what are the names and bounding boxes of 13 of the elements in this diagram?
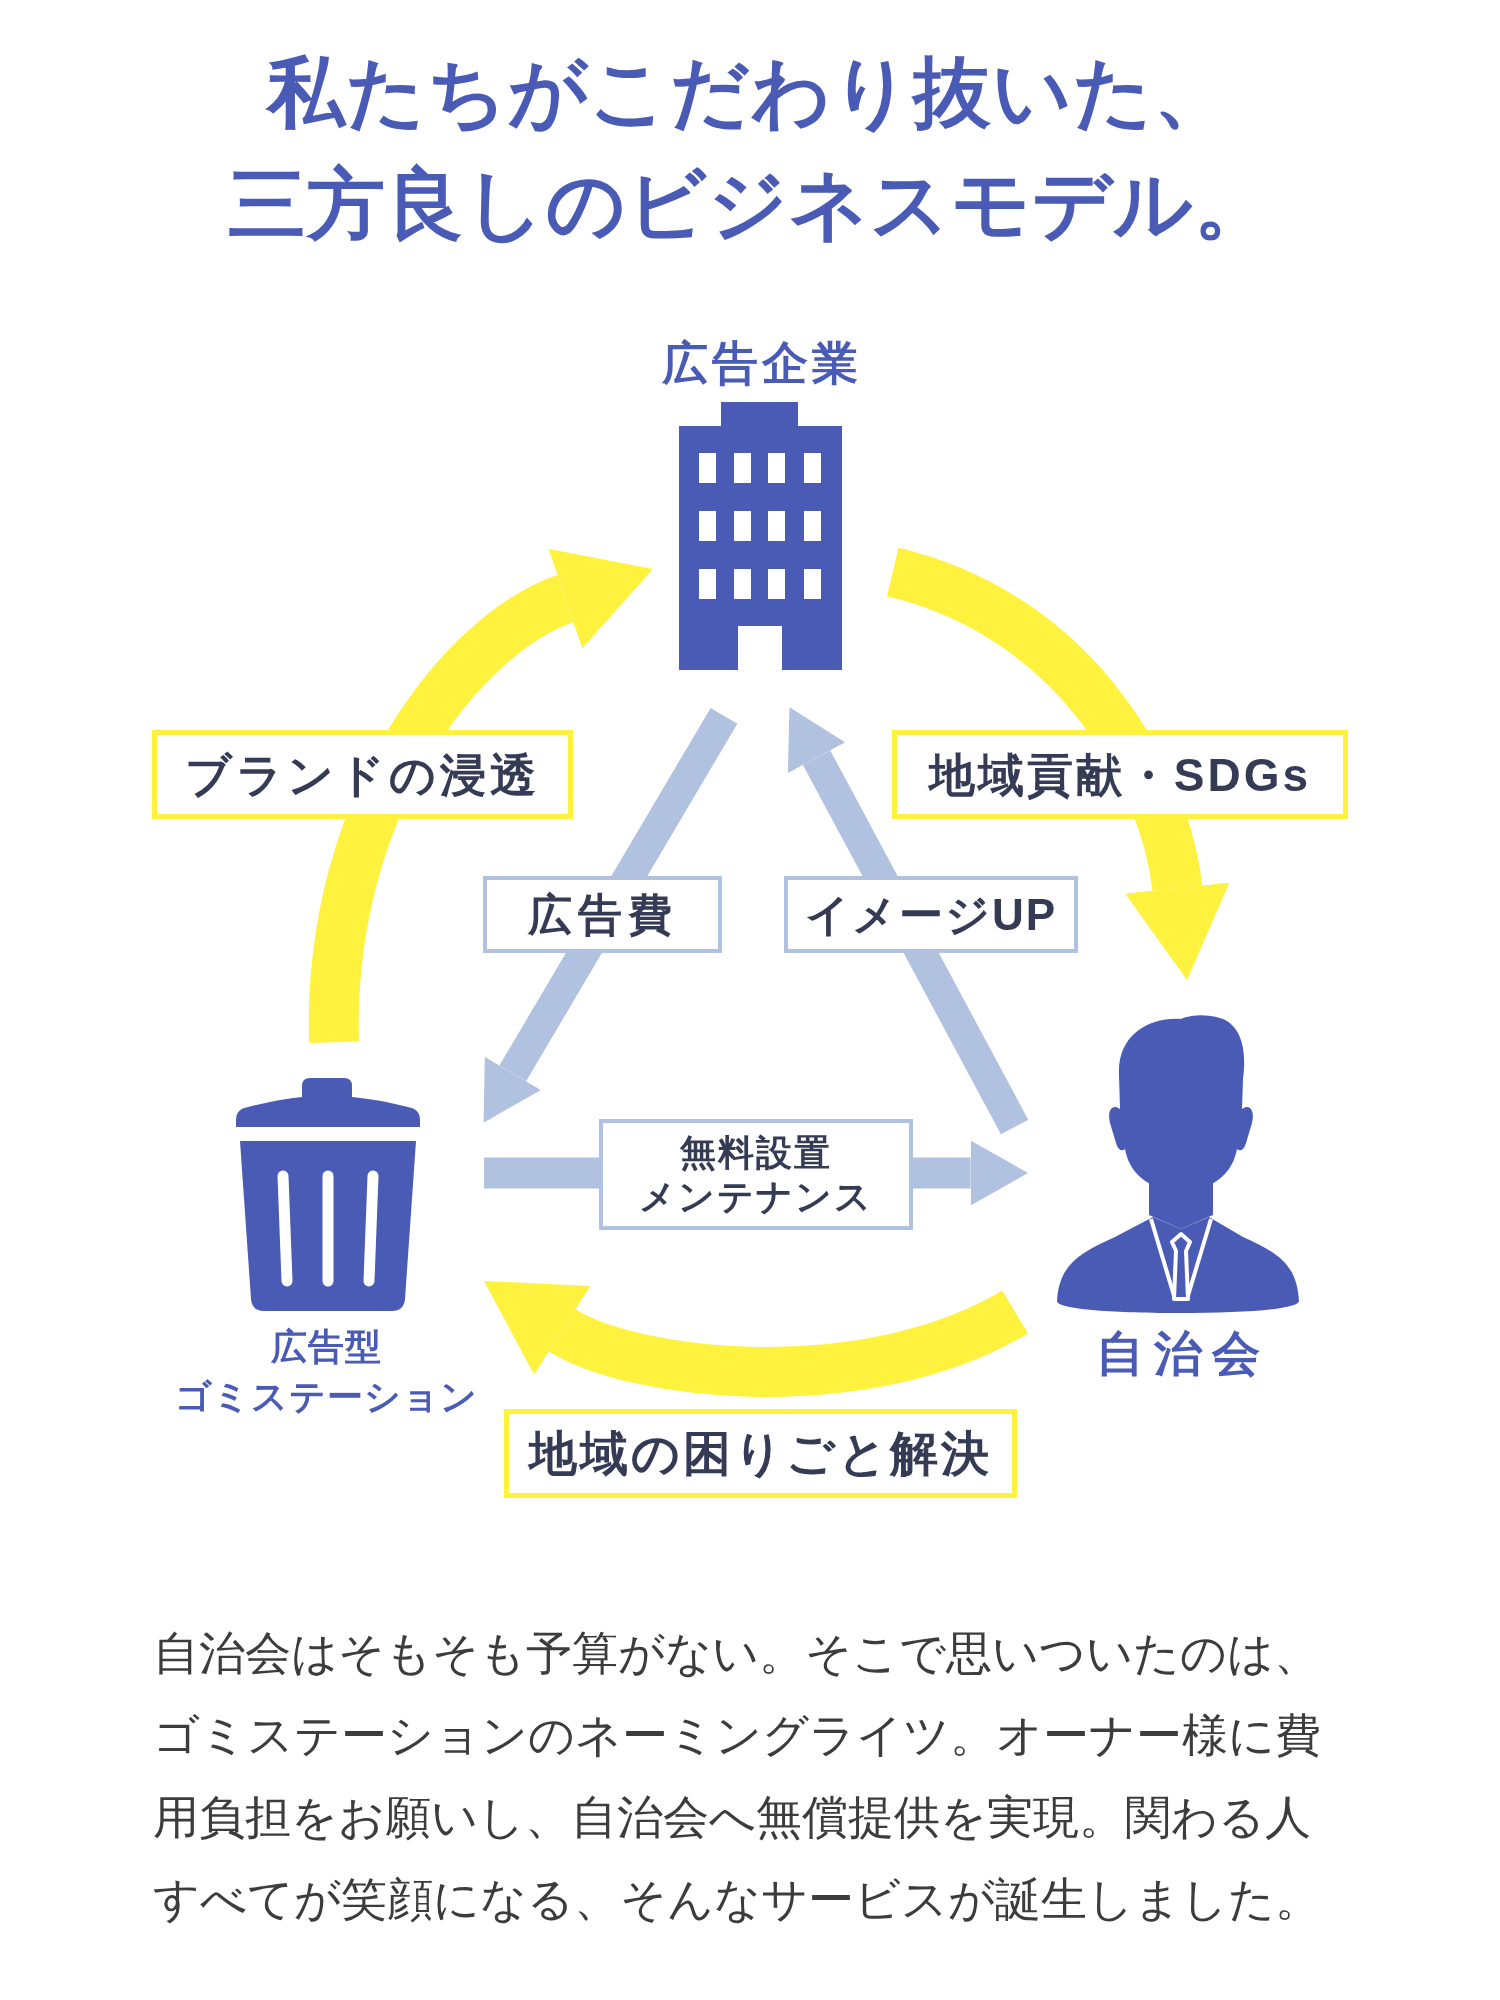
edge-label: イメージUP — [784, 876, 1078, 953]
diagram-title: 私たちがこだわり抜いた、三方良しのビジネスモデル。 — [226, 47, 1274, 250]
node-label: 広告企業 — [662, 338, 862, 388]
curved-arrow — [309, 550, 651, 1043]
description-paragraph: 自治会はそもそも予算がない。そこで思いついたのは、ゴミステーションのネーミングライツ。オーナー様に費用負担をお願いし、自治会へ無償提供を実現。関わる人すべてが笑顔になる、そんなサービスが誕生しました。 — [153, 1626, 1322, 1927]
node-label: 自治会 — [1096, 1326, 1270, 1382]
edge-label: 無料設置メンテナンス — [599, 1119, 913, 1230]
curved-arrow — [885, 548, 1230, 980]
edge-label: ブランドの浸透 — [152, 730, 573, 819]
edge-label: 地域の困りごと解決 — [504, 1409, 1017, 1498]
edge-label: 地域貢献・SDGs — [892, 730, 1348, 819]
node-label: 広告型ゴミステーション — [174, 1325, 479, 1419]
edge-label: 広告費 — [483, 876, 722, 953]
